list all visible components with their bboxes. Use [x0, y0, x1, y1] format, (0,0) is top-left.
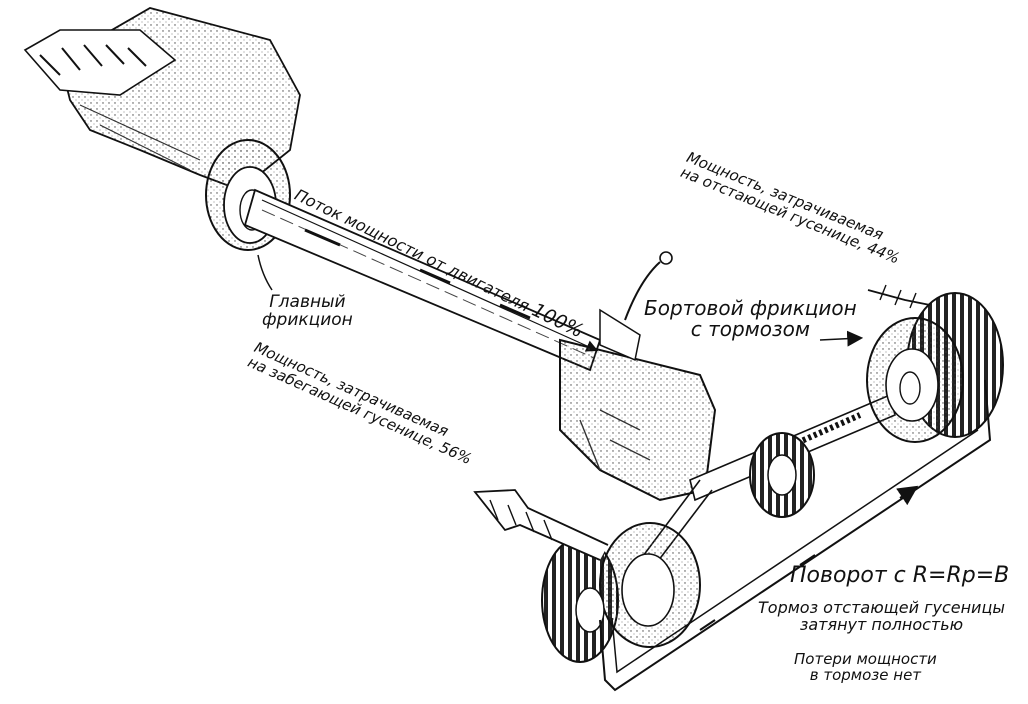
loss-label: Потери мощности в тормозе нет — [794, 650, 937, 684]
brake-label-line1: Тормоз отстающей гусеницы — [758, 598, 1005, 617]
main-shaft — [243, 188, 602, 372]
side-clutch-label-line1: Бортовой фрикцион — [644, 296, 857, 320]
lagging-track-arrow — [819, 284, 931, 347]
turn-label: Поворот с R=Rp=B — [790, 563, 1010, 588]
brake-label-line2: затянут полностью — [799, 614, 964, 634]
running-track-arrow — [473, 489, 609, 561]
brake-label: Тормоз отстающей гусеницы затянут полнос… — [758, 598, 1005, 634]
side-clutch-label: Бортовой фрикцион с тормозом — [644, 298, 857, 340]
loss-label-line2: в тормозе нет — [809, 665, 922, 684]
left-side-clutch — [541, 522, 701, 663]
brake-drum — [749, 432, 815, 518]
right-side-clutch — [866, 292, 1004, 443]
gearbox — [559, 251, 717, 502]
track-power-loop — [599, 379, 992, 692]
loss-label-line1: Потери мощности — [794, 650, 937, 668]
main-clutch-label: Главный фрикцион — [262, 292, 353, 330]
main-clutch-label-line1: Главный — [269, 292, 346, 312]
side-clutch-label-line2: с тормозом — [690, 317, 810, 341]
main-clutch-label-line2: фрикцион — [262, 309, 353, 330]
